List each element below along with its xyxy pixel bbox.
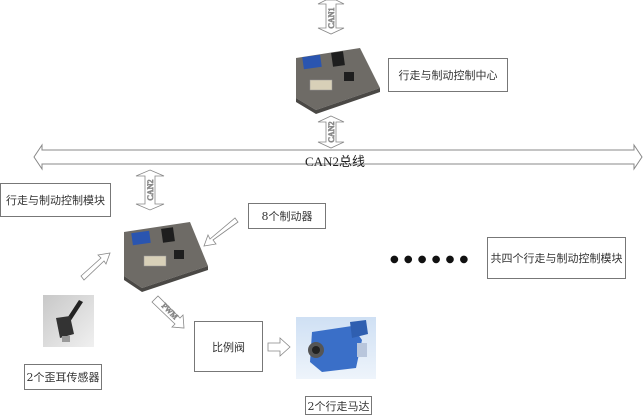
can2-bus-arrow bbox=[33, 143, 643, 171]
center-controller-device bbox=[296, 48, 380, 114]
more-modules-ellipsis: ● ● ● ● ● ● bbox=[390, 254, 470, 265]
pwm-arrow: PWM bbox=[151, 295, 185, 329]
can2-module-label: CAN2 bbox=[146, 180, 155, 201]
sensor-device bbox=[43, 295, 94, 347]
module-device bbox=[124, 222, 208, 292]
can2-center-label: CAN2 bbox=[327, 122, 336, 143]
can2-bus-label: CAN2总线 bbox=[305, 154, 365, 169]
can2-module-arrow: CAN2 bbox=[135, 169, 165, 211]
center-controller-box: 行走与制动控制中心 bbox=[388, 58, 508, 92]
can1-arrow: CAN1 bbox=[317, 0, 345, 35]
valve-box: 比例阀 bbox=[194, 321, 263, 372]
four-modules-box: 共四个行走与制动控制模块 bbox=[487, 237, 626, 279]
can1-label: CAN1 bbox=[327, 8, 336, 29]
motors-box: 2个行走马达 bbox=[305, 396, 372, 415]
sensors-box: 2个歪耳传感器 bbox=[24, 364, 102, 390]
brakes-box: 8个制动器 bbox=[248, 203, 326, 229]
brakes-arrow bbox=[203, 217, 239, 247]
valve-motor-arrow bbox=[267, 337, 291, 357]
motor-device bbox=[296, 317, 376, 379]
module-box: 行走与制动控制模块 bbox=[0, 183, 111, 217]
can2-center-arrow: CAN2 bbox=[317, 115, 345, 149]
sensor-arrow bbox=[80, 252, 111, 281]
